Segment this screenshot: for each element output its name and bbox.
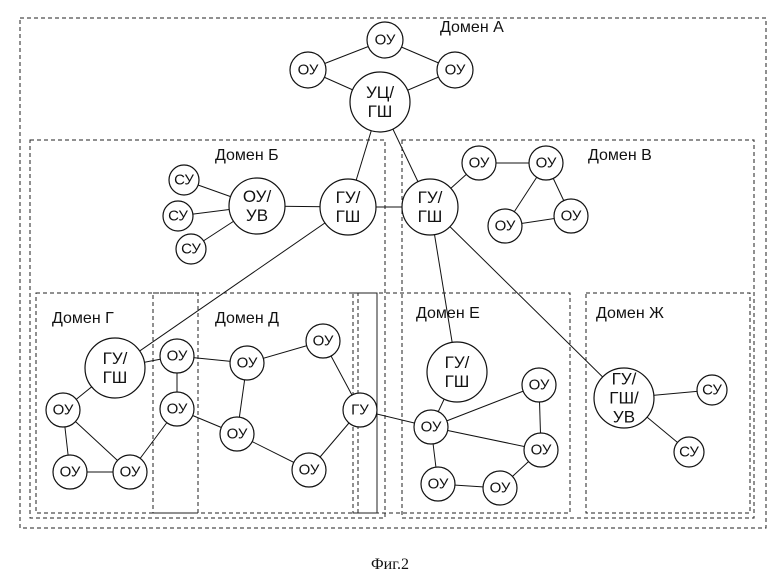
network-node: ОУ/УВ — [229, 178, 285, 234]
node-label: ОУ — [469, 155, 490, 172]
node-label: СУ — [679, 444, 699, 461]
network-node: ОУ — [462, 146, 496, 180]
network-node: ГУ — [343, 393, 377, 427]
network-node: ОУ — [483, 471, 517, 505]
network-node: ОУ — [522, 368, 556, 402]
network-node: ГУ/ГШ — [402, 179, 458, 235]
node-label: ГШ — [418, 207, 443, 226]
node-label: ГШ — [336, 207, 361, 226]
network-node: СУ — [674, 437, 704, 467]
network-node: ОУ — [53, 455, 87, 489]
node-label: УВ — [246, 206, 268, 225]
network-node: ОУ — [524, 433, 558, 467]
node-label: ОУ — [237, 355, 258, 372]
network-node: ОУ — [46, 393, 80, 427]
node-label: ОУ — [60, 464, 81, 481]
node-label: ОУ — [531, 442, 552, 459]
domain-label: Домен Б — [215, 147, 279, 164]
domain-label: Домен Ж — [596, 305, 664, 322]
node-label: ОУ — [428, 476, 449, 493]
network-node: ОУ — [113, 455, 147, 489]
node-label: ОУ — [421, 419, 442, 436]
node-label: ГУ — [351, 402, 369, 419]
network-node: СУ — [169, 165, 199, 195]
network-diagram: Домен А Домен Б Домен В Домен Г Домен Д Домен… — [0, 0, 780, 550]
network-node: ОУ — [367, 22, 403, 58]
network-node: ОУ — [306, 324, 340, 358]
figure-caption: Фиг.2 — [0, 556, 780, 574]
node-label: ОУ — [561, 208, 582, 225]
network-node: ОУ — [292, 453, 326, 487]
node-label: ГУ/ — [418, 188, 443, 207]
node-label: ГУ/ — [612, 370, 637, 389]
network-node: ОУ — [421, 467, 455, 501]
network-node: ГУ/ГШ/УВ — [594, 368, 654, 428]
network-node: ОУ — [230, 346, 264, 380]
network-node: ОУ — [220, 417, 254, 451]
node-label: ОУ — [53, 402, 74, 419]
node-label: УЦ/ — [366, 83, 394, 102]
node-label: УВ — [613, 408, 635, 427]
node-label: ОУ — [375, 32, 396, 49]
node-label: ОУ — [298, 62, 319, 79]
network-node: УЦ/ГШ — [350, 72, 410, 132]
nodes: ОУОУОУУЦ/ГШГУ/ГШОУ/УВСУСУСУГУ/ГШОУОУОУОУ… — [46, 22, 727, 505]
network-node: ОУ — [437, 52, 473, 88]
node-label: ГШ — [368, 102, 393, 121]
node-label: ОУ — [167, 348, 188, 365]
network-node: СУ — [163, 201, 193, 231]
domain-boundary — [358, 293, 570, 513]
network-node: ГУ/ГШ — [320, 179, 376, 235]
node-label: ОУ/ — [243, 187, 272, 206]
network-node: СУ — [176, 234, 206, 264]
node-label: СУ — [181, 241, 201, 258]
domain-label: Домен Д — [215, 310, 279, 327]
node-label: ОУ — [495, 218, 516, 235]
network-node: ОУ — [554, 199, 588, 233]
node-label: ГУ/ — [103, 349, 128, 368]
node-label: ГУ/ — [336, 188, 361, 207]
node-label: ГШ — [103, 368, 128, 387]
network-node: ГУ/ГШ — [85, 338, 145, 398]
node-label: ОУ — [490, 480, 511, 497]
domain-label: Домен В — [588, 147, 652, 164]
node-label: ОУ — [299, 462, 320, 479]
domain-label: Домен Г — [52, 310, 114, 327]
network-node: ГУ/ГШ — [427, 342, 487, 402]
network-node: ОУ — [488, 209, 522, 243]
node-label: СУ — [174, 172, 194, 189]
node-label: ОУ — [120, 464, 141, 481]
network-node: ОУ — [160, 392, 194, 426]
node-label: ОУ — [227, 426, 248, 443]
node-label: ОУ — [529, 377, 550, 394]
node-label: ОУ — [445, 62, 466, 79]
network-node: ОУ — [414, 410, 448, 444]
node-label: ОУ — [167, 401, 188, 418]
network-node: ОУ — [290, 52, 326, 88]
node-label: ГУ/ — [445, 353, 470, 372]
network-node: ОУ — [529, 146, 563, 180]
node-label: ОУ — [313, 333, 334, 350]
node-label: СУ — [702, 382, 722, 399]
node-label: ГШ/ — [609, 389, 639, 408]
node-label: ГШ — [445, 372, 470, 391]
node-label: СУ — [168, 208, 188, 225]
network-node: ОУ — [160, 339, 194, 373]
node-label: ОУ — [536, 155, 557, 172]
domain-label: Домен А — [440, 19, 504, 36]
network-node: СУ — [697, 375, 727, 405]
